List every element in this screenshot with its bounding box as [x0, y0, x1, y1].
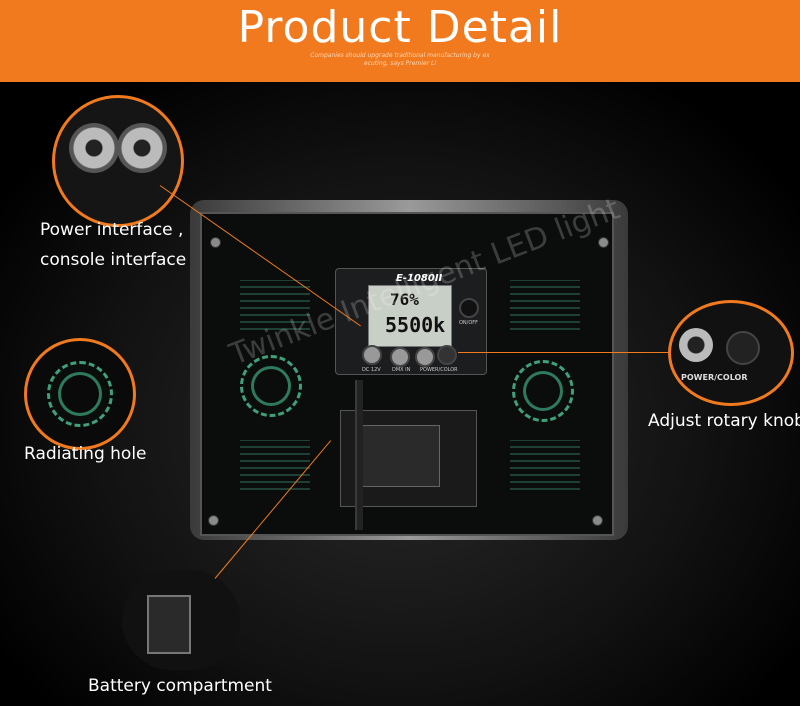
callout-power-interface: [52, 95, 184, 227]
model-name: E-1080II: [396, 273, 443, 284]
banner-subtitle: Companies should upgrade traditional man…: [0, 52, 800, 68]
battery-compartment: [358, 425, 440, 487]
screw-icon: [210, 237, 221, 248]
dmx-port-icon: [415, 347, 435, 367]
radiating-hole-icon: [47, 361, 113, 427]
vent-grid: [240, 280, 310, 330]
banner-subtitle-line2: ecuting, says Premier Li: [364, 60, 436, 67]
label-rotary-knob: Adjust rotary knob: [648, 411, 800, 431]
port-label-dmx: DMX IN: [392, 367, 411, 373]
vent-grid: [240, 440, 310, 490]
connector-icon: [117, 123, 167, 173]
on-off-button[interactable]: [459, 298, 479, 318]
connector-icon: [679, 328, 713, 362]
label-console-interface: console interface: [40, 250, 187, 270]
rotary-knob[interactable]: [437, 345, 457, 365]
power-cable: [355, 380, 363, 530]
callout-battery: [122, 570, 240, 670]
vent-grid: [510, 440, 580, 490]
callout-rotary-knob: POWER/COLOR: [668, 300, 794, 406]
radiating-hole-icon: [240, 355, 302, 417]
callout-radiating-hole: [24, 338, 136, 450]
label-power-interface: Power interface ,: [40, 220, 184, 240]
on-off-label: ON/OFF: [459, 320, 479, 326]
screw-icon: [598, 237, 609, 248]
header-banner: Product Detail Companies should upgrade …: [0, 0, 800, 82]
port-label-power-color: POWER/COLOR: [420, 367, 458, 373]
screw-icon: [592, 515, 603, 526]
page-title: Product Detail: [237, 2, 563, 53]
banner-subtitle-line1: Companies should upgrade traditional man…: [310, 52, 490, 59]
leader-line: [458, 352, 668, 353]
dmx-port-icon: [390, 347, 410, 367]
lcd-display: [368, 285, 452, 347]
knob-label: POWER/COLOR: [681, 373, 748, 382]
port-label-dc: DC 12V: [362, 367, 381, 373]
lcd-brightness: 76%: [390, 290, 419, 309]
lcd-color-temp: 5500k: [385, 313, 446, 337]
vent-grid: [510, 280, 580, 330]
label-radiating-hole: Radiating hole: [24, 444, 147, 464]
connector-icon: [69, 123, 119, 173]
battery-slot-icon: [147, 595, 191, 654]
rotary-knob-icon: [726, 331, 760, 365]
radiating-hole-icon: [512, 360, 574, 422]
screw-icon: [208, 515, 219, 526]
label-battery: Battery compartment: [88, 676, 272, 696]
dc-port-icon: [362, 345, 382, 365]
